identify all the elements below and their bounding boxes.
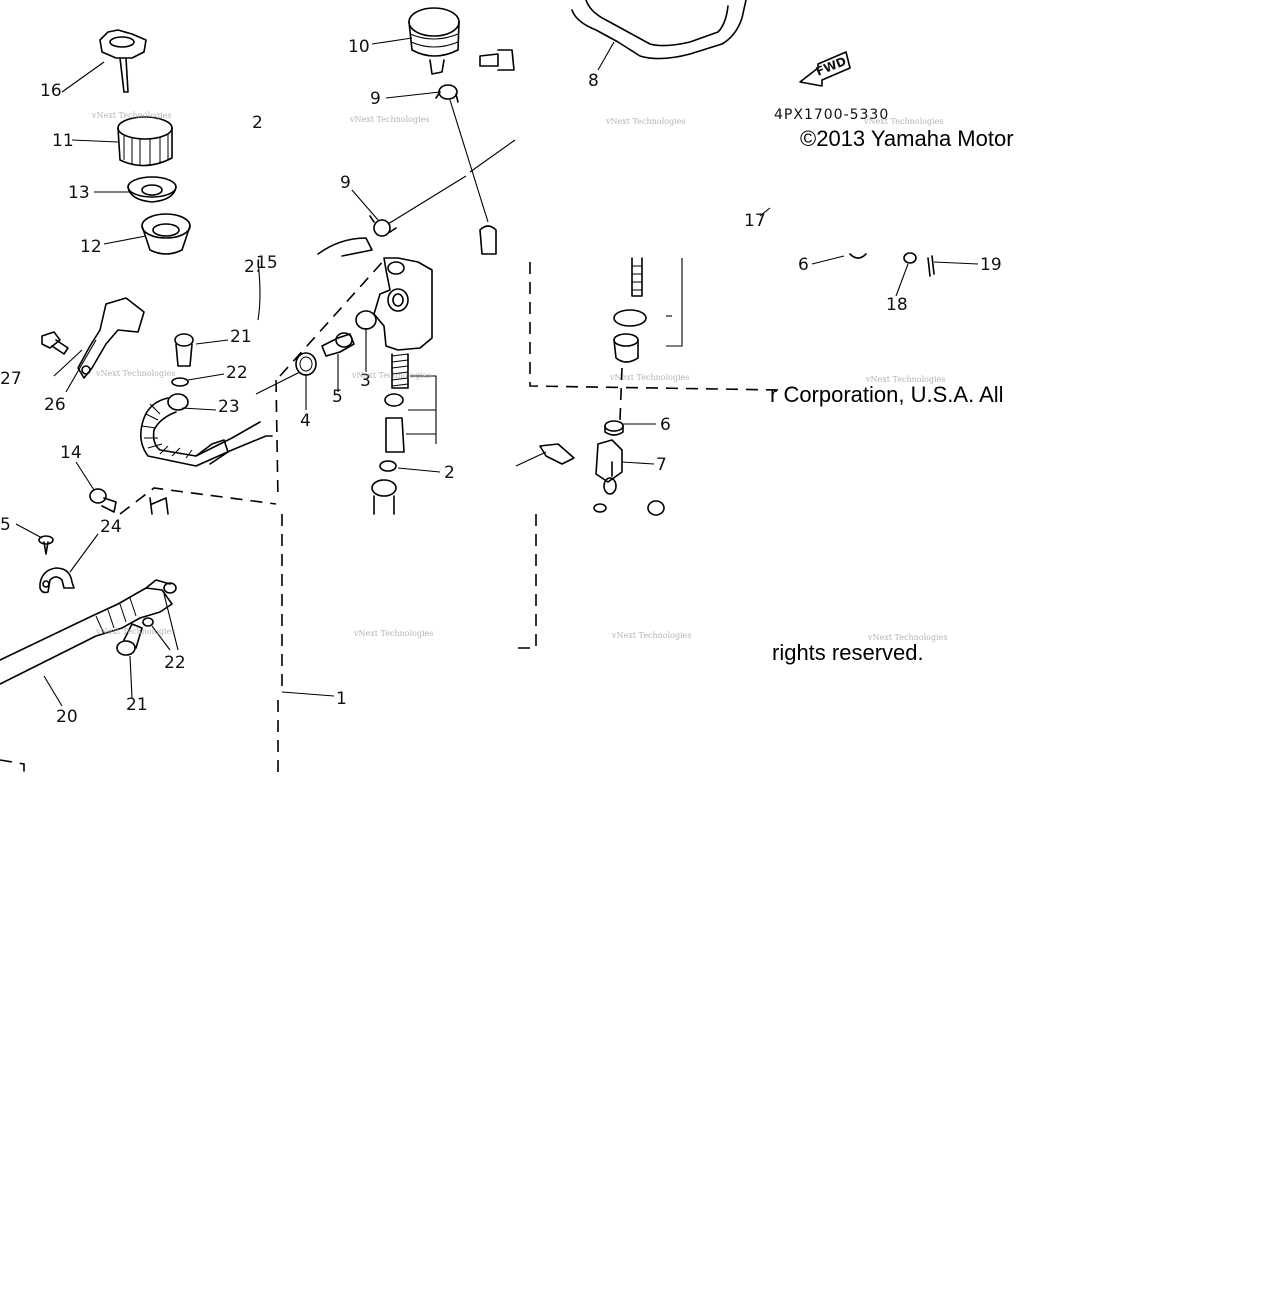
copyright-line-3: rights reserved. (772, 640, 924, 665)
watermark: vNext Technologies (95, 369, 175, 378)
washer-22-top (171, 377, 189, 387)
brake-hose-20 (0, 579, 177, 685)
brake-pedal-8 (571, 0, 747, 60)
callout-16: 16 (40, 81, 62, 101)
bolt-21-top (174, 333, 194, 367)
copyright-line-1: ©2013 Yamaha Motor (800, 126, 1014, 151)
callout-17: 17 (744, 211, 766, 231)
nut-6 (604, 420, 624, 436)
bolt-14 (89, 488, 117, 513)
callout-3: 3 (360, 371, 371, 391)
callout-22-top: 22 (226, 363, 248, 383)
reservoir-cap-16 (99, 29, 147, 93)
brake-hose-23 (140, 393, 273, 467)
bolt-27 (41, 331, 69, 355)
callout-12: 12 (80, 237, 102, 257)
screw-15 (38, 535, 54, 555)
watermark: vNext Technologies (91, 111, 171, 120)
callout-25: 2! (244, 257, 262, 277)
diagram-code: 4PX1700-5330 (774, 107, 889, 123)
callout-11: 11 (52, 131, 74, 151)
callout-15-top: 15 (256, 253, 278, 273)
watermark: vNext Technologies (863, 117, 943, 126)
circlip-4 (295, 352, 317, 376)
boot-right (613, 333, 639, 363)
spring-piston-kit (371, 353, 441, 515)
callout-8: 8 (588, 71, 599, 91)
hose-clamp-9-top (435, 84, 459, 103)
callout-14: 14 (60, 443, 82, 463)
callout-6-right: 6 (660, 415, 671, 435)
forward-arrow-icon: FWD (799, 51, 851, 87)
callout-26: 26 (44, 395, 66, 415)
clamp-24 (39, 567, 75, 594)
callout-21-top: 21 (230, 327, 252, 347)
callout-19: 19 (980, 255, 1002, 275)
watermark: vNext Technologies (349, 115, 429, 124)
union-bolt-5 (321, 332, 355, 357)
copyright-line-2: r Corporation, U.S.A. All (770, 382, 1004, 407)
callout-10: 10 (348, 37, 370, 57)
callout-21-bottom: 21 (126, 695, 148, 715)
watermark: vNext Technologies (611, 631, 691, 640)
callout-20: 20 (56, 707, 78, 727)
watermark: vNext Technologies (351, 371, 431, 380)
circlip-right (613, 309, 647, 327)
bracket-26 (77, 297, 145, 379)
watermark: vNext Technologies (867, 633, 947, 642)
callout-1: 1 (336, 689, 347, 709)
holder-12 (141, 213, 191, 255)
callout-27: 27 (0, 369, 22, 389)
watermark: vNext Technologies (353, 629, 433, 638)
callout-9-top: 9 (370, 89, 381, 109)
reservoir-cap-11 (117, 116, 173, 167)
callout-6-far: 6 (798, 255, 809, 275)
callout-13: 13 (68, 183, 90, 203)
watermark: vNext Technologies (95, 627, 175, 636)
callout-2-top: 2 (252, 113, 263, 133)
watermark: vNext Technologies (609, 373, 689, 382)
callout-5: 5 (332, 387, 343, 407)
diaphragm-13 (127, 176, 177, 203)
clevis-7 (595, 439, 623, 495)
callout-23: 23 (218, 397, 240, 417)
oring-3 (355, 310, 377, 330)
watermark: vNext Technologies (605, 117, 685, 126)
reservoir-10 (408, 7, 515, 75)
callout-24: 24 (100, 517, 122, 537)
callout-2: 2 (444, 463, 455, 483)
callout-7: 7 (656, 455, 667, 475)
watermark: vNext Technologies (865, 375, 945, 384)
callout-4: 4 (300, 411, 311, 431)
callout-18: 18 (886, 295, 908, 315)
callout-9-bottom: 9 (340, 173, 351, 193)
master-cylinder (373, 257, 433, 351)
callout-22-bottom: 22 (164, 653, 186, 673)
bolt-21-bottom (116, 623, 143, 656)
callout-15-left: 5 (0, 515, 11, 535)
hose-clamp-9-bottom (369, 215, 397, 237)
